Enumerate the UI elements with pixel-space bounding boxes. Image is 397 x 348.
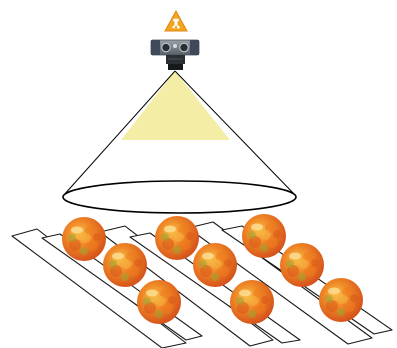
fruit-1 [62, 217, 106, 261]
fruit-7 [137, 280, 181, 324]
fruit-9 [319, 278, 363, 322]
fruit-3 [242, 214, 286, 258]
fruit-6 [280, 243, 324, 287]
fruit-group [62, 214, 363, 324]
beam-footprint [62, 180, 297, 214]
fruit-2 [155, 216, 199, 260]
x-ray-emitter-icon [150, 39, 200, 70]
radiation-warning-icon [164, 9, 188, 32]
fruit-4 [103, 243, 147, 287]
fruit-5 [193, 243, 237, 287]
x-ray-beam [62, 70, 297, 214]
fruit-8 [230, 280, 274, 324]
roller-1 [11, 228, 187, 348]
